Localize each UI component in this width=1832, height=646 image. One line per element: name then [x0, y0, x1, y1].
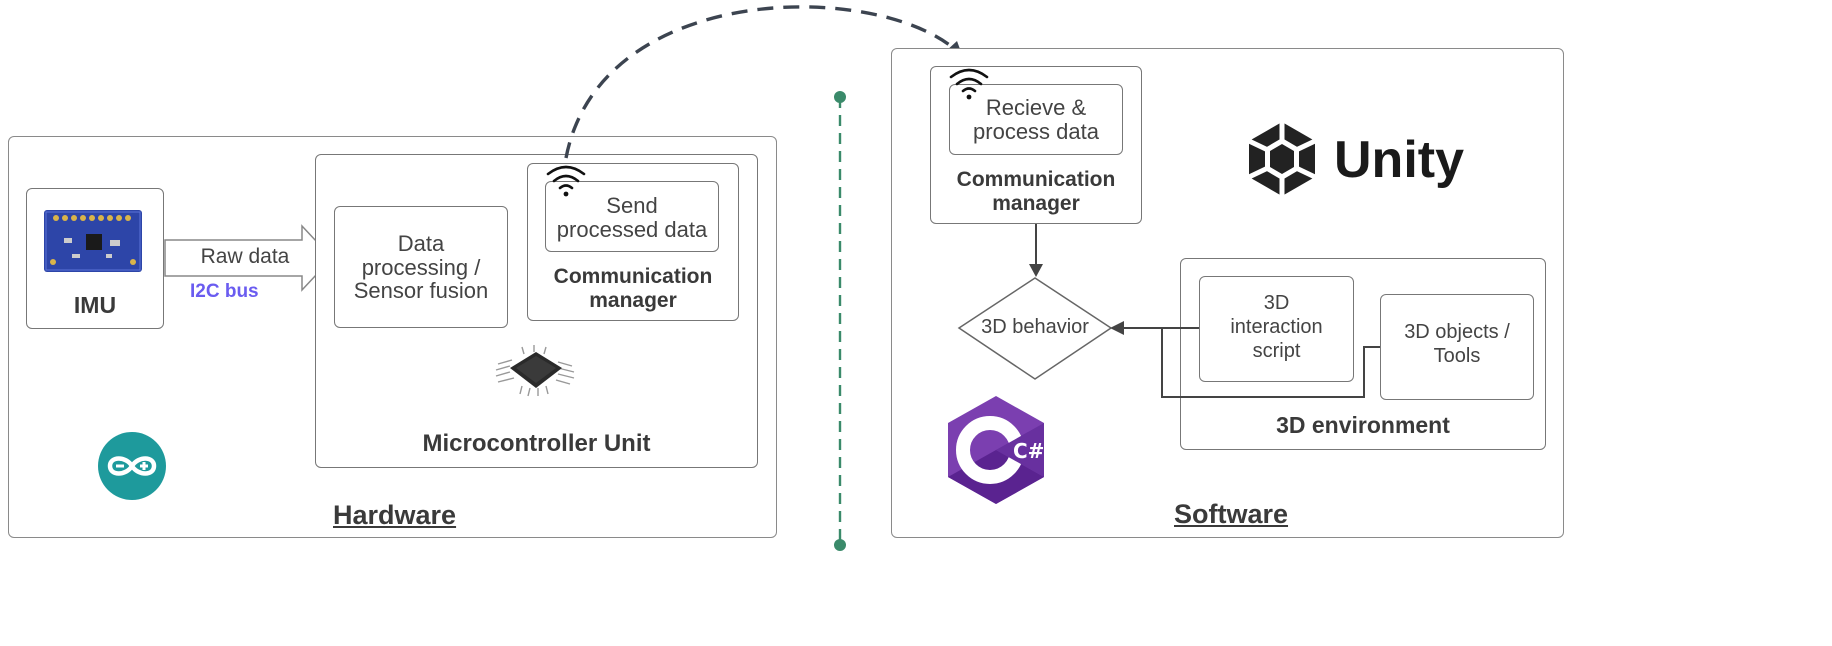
- 3d-objects-line2: Tools: [1433, 345, 1481, 367]
- hw-comm-title-line1: Communication: [553, 265, 713, 288]
- sw-comm-title-line1: Communication: [956, 168, 1116, 191]
- send-data-box: [545, 181, 719, 252]
- data-processing-line2: processing /: [361, 255, 481, 280]
- data-processing-box: [334, 206, 508, 328]
- sw-comm-title-line2: manager: [992, 192, 1080, 215]
- hardware-title: Hardware: [333, 500, 457, 530]
- raw-data-label: Raw data: [200, 245, 290, 268]
- imu-sensor-image: [44, 210, 142, 272]
- software-title: Software: [1174, 499, 1289, 529]
- behavior-diamond: [957, 277, 1113, 380]
- data-processing-line3: Sensor fusion: [353, 278, 489, 303]
- behavior-label: 3D behavior: [981, 316, 1089, 338]
- divider-line: [830, 88, 850, 554]
- unity-logo-icon: [1243, 120, 1321, 198]
- interaction-script-line1: 3D: [1263, 292, 1290, 314]
- 3d-environment-title: 3D environment: [1276, 412, 1450, 438]
- interaction-script-box: [1199, 276, 1354, 382]
- receive-data-box: [949, 84, 1123, 155]
- csharp-label: C#: [1013, 439, 1044, 463]
- interaction-script-line3: script: [1252, 340, 1301, 362]
- data-processing-line1: Data: [397, 231, 445, 256]
- arduino-logo-icon: [96, 432, 168, 500]
- 3d-objects-box: [1380, 294, 1534, 400]
- unity-logo-text: Unity: [1334, 131, 1464, 189]
- interaction-script-line2: interaction: [1230, 316, 1323, 338]
- send-data-line2: processed data: [556, 217, 708, 242]
- comm-to-behavior-arrow: [1028, 224, 1044, 278]
- receive-data-line1: Recieve &: [985, 95, 1087, 120]
- imu-label: IMU: [73, 292, 117, 318]
- wifi-icon: [948, 66, 990, 100]
- 3d-objects-line1: 3D objects /: [1404, 321, 1510, 343]
- receive-data-line2: process data: [973, 119, 1099, 144]
- csharp-logo-icon: C#: [940, 394, 1052, 506]
- wifi-icon: [545, 163, 587, 197]
- hw-comm-title-line2: manager: [589, 289, 677, 312]
- send-data-line1: Send: [606, 193, 658, 218]
- mcu-label: Microcontroller Unit: [422, 430, 651, 457]
- microchip-icon: [492, 344, 578, 398]
- i2c-bus-label: I2C bus: [190, 281, 259, 302]
